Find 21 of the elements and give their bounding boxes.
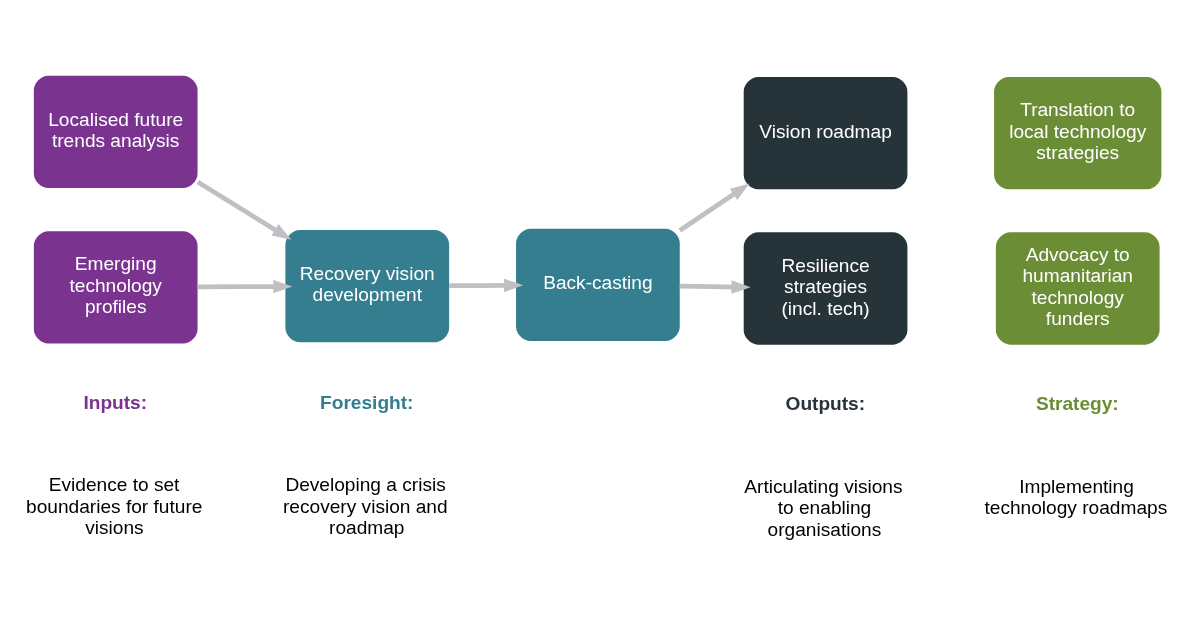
arrow [196,179,292,240]
arrow [679,280,751,294]
arrow [678,183,750,233]
label: Strategy: [1035,393,1119,415]
label: Implementing technology roadmaps [984,475,1168,519]
label: Developing a crisis recovery vision and roadmap [283,474,448,539]
node-box: Localised future trends analysis [33,75,198,189]
node-box: Back-casting [516,228,680,342]
label: Evidence to set boundaries for future visions [26,474,203,539]
arrow [197,279,293,294]
label: Articulating visions to enabling organisations [744,475,903,540]
node-box: Translation to local technology strategies [994,77,1162,190]
arrow [449,278,524,293]
label: Foresight: [320,391,414,413]
node-box: Vision roadmap [743,77,908,190]
label: Inputs: [83,391,148,413]
node-box: Advocacy to humanitarian technology funders [995,232,1160,345]
node-box: Emerging technology profiles [33,231,198,344]
label: Outputs: [785,393,866,415]
node-box: Resilience strategies (incl. tech) [743,232,908,345]
node-box: Recovery vision development [285,229,450,343]
